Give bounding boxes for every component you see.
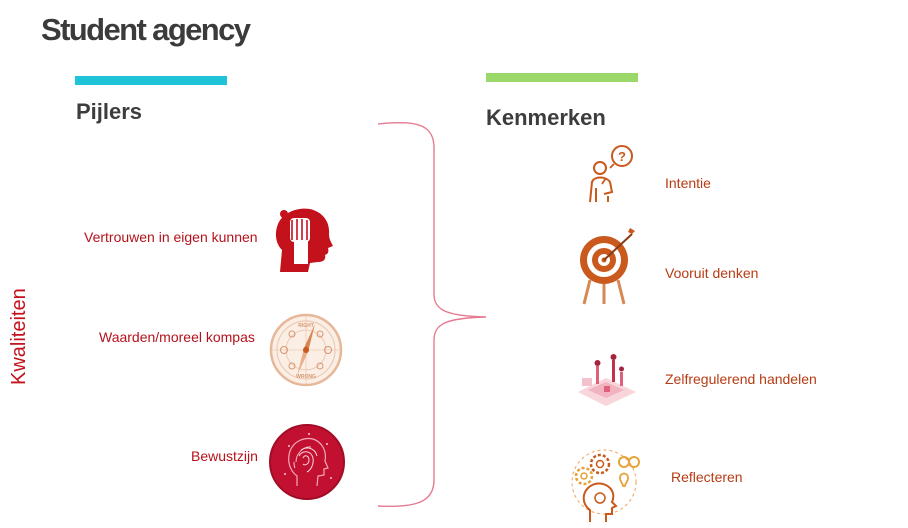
compass-wrong-label: WRONG (296, 374, 316, 380)
target-arrow-icon (580, 228, 635, 305)
pijlers-accent-bar (75, 76, 227, 85)
kenmerk-label-intentie: Intentie (665, 175, 711, 191)
thinking-person-question-icon: ? (589, 145, 633, 203)
pillar-label-waarden: Waarden/moreel kompas (99, 329, 255, 345)
moral-compass-icon: RIGHT WRONG (269, 313, 343, 387)
kenmerk-label-vooruit-denken: Vooruit denken (665, 265, 759, 281)
raised-fist-head-icon (275, 208, 333, 272)
grouping-brace (377, 121, 487, 508)
head-with-gears-icon (571, 449, 640, 522)
question-glyph: ? (618, 149, 626, 164)
kwaliteiten-vertical-label: Kwaliteiten (8, 288, 30, 385)
kenmerk-label-reflecteren: Reflecteren (671, 469, 743, 485)
fingerprint-head-icon (269, 424, 345, 500)
compass-right-label: RIGHT (298, 323, 314, 329)
kenmerken-accent-bar (486, 73, 638, 82)
pijlers-heading: Pijlers (76, 99, 143, 124)
people-on-platform-icon (578, 354, 636, 406)
pillar-label-bewustzijn: Bewustzijn (191, 448, 258, 464)
kenmerk-label-zelfregulerend: Zelfregulerend handelen (665, 371, 817, 387)
kenmerken-heading: Kenmerken (486, 105, 606, 130)
pillar-label-vertrouwen: Vertrouwen in eigen kunnen (84, 229, 258, 245)
slide-title: Student agency (41, 12, 251, 47)
